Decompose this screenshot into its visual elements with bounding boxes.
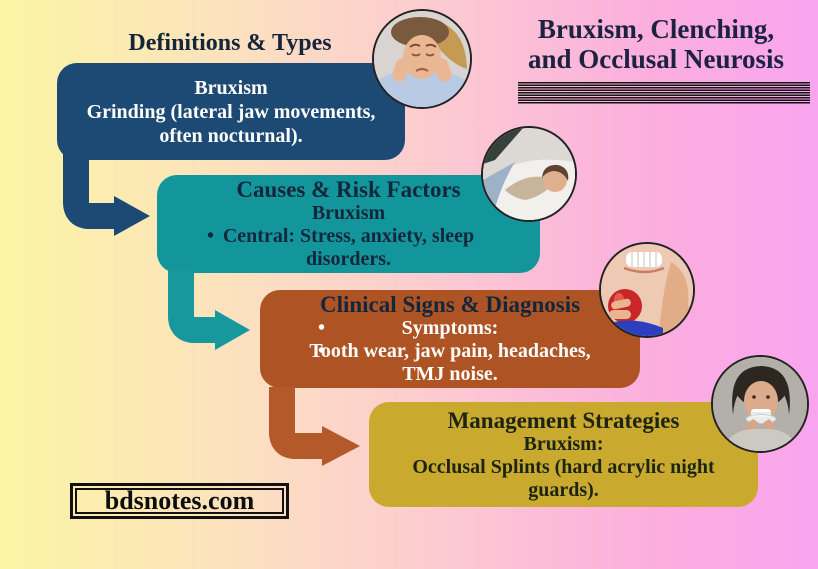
management-box: Management Strategies Bruxism: Occlusal … — [369, 402, 758, 507]
elbow-arrow-1-icon — [63, 150, 150, 236]
elbow-arrow-3-icon — [269, 387, 360, 466]
definitions-line3: often nocturnal). — [159, 124, 303, 147]
bullet-icon: • — [318, 340, 326, 362]
causes-bullet-text: Central: Stress, anxiety, sleep — [222, 225, 475, 247]
clinical-bullet2-text: Tooth wear, jaw pain, headaches, — [309, 340, 591, 362]
woman-sleeping-illustration — [483, 128, 575, 220]
page-title-line1: Bruxism, Clenching, — [537, 14, 775, 44]
woman-night-guard-illustration — [713, 357, 807, 451]
bullet-icon: • — [318, 317, 326, 339]
watermark-text: bdsnotes.com — [75, 486, 284, 515]
causes-bullet-cont: disorders. — [306, 248, 391, 270]
causes-subheading: Bruxism — [311, 202, 386, 224]
causes-box: Causes & Risk Factors Bruxism • Central:… — [157, 175, 540, 273]
bullet-icon: • — [207, 225, 215, 247]
woman-jaw-pain-photo — [372, 9, 472, 109]
definitions-box: Bruxism Grinding (lateral jaw movements,… — [57, 63, 405, 160]
page-title-line2: and Occlusal Neurosis — [527, 44, 785, 74]
clinical-bullet2-cont: TMJ noise. — [402, 363, 498, 385]
clinical-signs-box: Clinical Signs & Diagnosis • Symptoms: •… — [260, 290, 640, 388]
causes-heading: Causes & Risk Factors — [236, 177, 461, 202]
definitions-line1: Bruxism — [194, 76, 268, 99]
woman-sleeping-photo — [481, 126, 577, 222]
woman-biting-apple-photo — [599, 242, 695, 338]
elbow-arrow-2-icon — [168, 270, 250, 350]
causes-bullet-row: • Central: Stress, anxiety, sleep — [157, 225, 540, 248]
section-heading-definitions: Definitions & Types — [128, 30, 332, 56]
clinical-bullet-row-2: • Tooth wear, jaw pain, headaches, — [260, 340, 640, 363]
watermark-frame: bdsnotes.com — [70, 483, 289, 519]
woman-night-guard-photo — [711, 355, 809, 453]
definitions-line2: Grinding (lateral jaw movements, — [86, 100, 376, 123]
woman-biting-apple-illustration — [601, 244, 693, 336]
management-line1: Occlusal Splints (hard acrylic night — [412, 455, 715, 478]
title-underline-rules — [518, 82, 810, 104]
clinical-bullet-row-1: • Symptoms: — [260, 317, 640, 340]
management-heading: Management Strategies — [447, 407, 680, 433]
page-title: Bruxism, Clenching, and Occlusal Neurosi… — [500, 14, 812, 74]
management-subheading: Bruxism: — [523, 432, 604, 455]
woman-jaw-pain-illustration — [374, 11, 470, 107]
management-line2: guards). — [528, 478, 599, 501]
clinical-bullet1-text: Symptoms: — [401, 317, 499, 339]
clinical-heading: Clinical Signs & Diagnosis — [319, 292, 581, 317]
